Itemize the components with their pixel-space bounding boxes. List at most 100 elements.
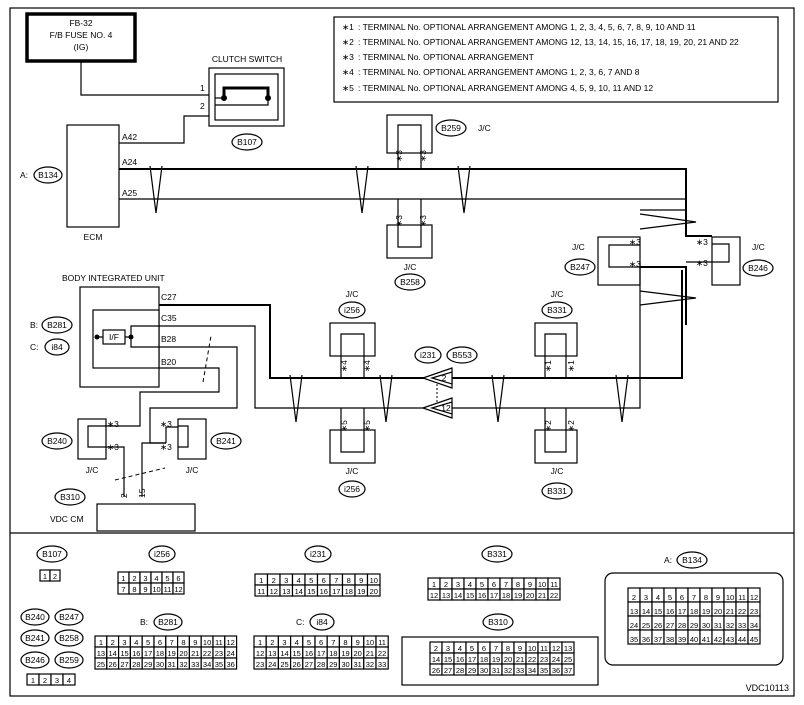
legend-b331-grid-pin: 5 [480,580,484,589]
legend-b134 [676,551,708,569]
legend-b310-grid-pin: 32 [504,666,512,675]
legend-b310-grid-pin: 3 [446,644,450,653]
legend-b134-grid-pin: 33 [738,621,746,630]
legend-b310-grid-pin: 12 [552,644,560,653]
note-text-2: : TERMINAL No. OPTIONAL ARRANGEMENT AMON… [358,37,739,47]
legend-b310-grid-pin: 29 [468,666,476,675]
i256u-star2: ∗4 [362,360,372,372]
legend-i84-grid-pin: 26 [293,660,301,669]
legend-b281-grid-pin: 17 [144,649,152,658]
conn-b553-label: B553 [452,350,472,360]
legend-b331-grid-pin: 9 [528,580,532,589]
conn-b331-upper [541,301,573,319]
fuse-name: F/B FUSE NO. 4 [50,30,113,40]
legend-b281-grid-pin: 13 [97,649,105,658]
legend-i231-grid-pin: 18 [345,587,353,596]
legend-b310-grid-pin: 24 [552,655,560,664]
legend-b310-grid-pin: 9 [518,644,522,653]
b247-star2: ∗3 [629,259,641,269]
legend-b241 [20,629,50,647]
legend-b281-label: B281 [158,617,178,627]
legend-b134-grid-pin: 2 [632,593,636,602]
legend-i256-label: i256 [154,549,170,559]
legend-b246 [20,651,50,669]
legend-i231-grid-pin: 20 [370,587,378,596]
legend-b310-grid-pin: 25 [564,655,572,664]
jc-b259 [386,114,433,154]
legend-b331-grid-pin: 12 [430,591,438,600]
legend-b310-grid-pin: 36 [552,666,560,675]
legend-i231-grid-pin: 3 [284,576,288,585]
legend-b240-label: B240 [25,612,45,622]
jc-i256l-loop [340,408,365,453]
legend-i256-grid-pin: 8 [132,585,136,594]
b258-jc: J/C [404,262,417,272]
i231-pin2: 2 [442,373,447,383]
i256l-star1: ∗5 [339,420,349,432]
legend-b281-grid-pin: 19 [168,649,176,658]
legend-b134-grid-pin: 29 [690,621,698,630]
legend-i84-grid-pin: 27 [305,660,313,669]
legend-i84-grid-pin: 2 [270,638,274,647]
legend-b134-grid-pin: 42 [714,635,722,644]
b331u-star2: ∗1 [566,360,576,372]
conn-b310-label: B310 [60,492,80,502]
legend-b134-grid-pin: 32 [726,621,734,630]
cs-pin2: 2 [200,101,205,111]
legend-i256-grid-pin: 10 [152,585,160,594]
notes-list: ∗1 : TERMINAL No. OPTIONAL ARRANGEMENT A… [342,22,739,93]
legend-b281-grid-pin: 6 [158,638,162,647]
legend-b281-grid-pin: 10 [203,638,211,647]
jc-b331-upper [534,322,578,357]
twist-vdc [114,467,166,481]
legend-b281-grid-pin: 18 [156,649,164,658]
legend-b134-grid-pin: 17 [678,607,686,616]
legend-b310-grid-pin: 14 [432,655,440,664]
twist-marks-upper [149,165,471,214]
legend-b281-grid-pin: 29 [144,660,152,669]
legend-b246-label: B246 [25,655,45,665]
legend-b310-grid-pin: 30 [480,666,488,675]
legend-b331-grid-pin: 14 [454,591,462,600]
legend-b134-grid-pin: 10 [726,593,734,602]
legend-i84-grid-pin: 23 [256,660,264,669]
legend-b281-grid-pin: 21 [191,649,199,658]
b331l-jc: J/C [551,466,564,476]
legend-i256-grid-pin: 7 [121,585,125,594]
clutch-switch-contact [222,86,270,98]
legend-i84-grid-pin: 8 [343,638,347,647]
conn-b134-label: B134 [38,170,58,180]
legend-b310-grid-pin: 37 [564,666,572,675]
jc-i256-upper [329,322,376,357]
legend-b310-grid-pin: 35 [540,666,548,675]
legend-b310-grid-pin: 27 [444,666,452,675]
vdc-pin15: 15 [137,488,147,498]
legend-b134-grid-pin: 31 [714,621,722,630]
legend-b310-grid-pin: 18 [480,655,488,664]
legend-b281-grid-pin: 23 [215,649,223,658]
legend-i84-grid-pin: 5 [307,638,311,647]
legend-b281-grid-pin: 4 [134,638,138,647]
note-mark-2: ∗2 [342,37,354,47]
i231-arrow-2-inner [429,371,453,385]
conn-i84 [44,338,70,356]
legend-b107 [36,545,68,563]
jc-b241-loop [165,425,189,448]
legend-b331-grid-pin: 13 [442,591,450,600]
legend-b247-label: B247 [59,612,79,622]
legend-i84-grid-pin: 16 [305,649,313,658]
switch-wire-2 [215,98,269,106]
jc-b247-loop [608,244,640,268]
legend-b134-grid-pin: 23 [750,607,758,616]
legend-i231-grid-pin: 9 [359,576,363,585]
legend-b310-grid-pin: 8 [506,644,510,653]
legend-i84-grid-pin: 12 [256,649,264,658]
legend-b281-grid-pin: 36 [227,660,235,669]
legend-i84-grid-pin: 19 [341,649,349,658]
legend-i231-grid-pin: 17 [332,587,340,596]
legend-b310-grid-pin: 28 [456,666,464,675]
legend-jc-pin: 1 [31,676,35,685]
legend-i84-grid-pin: 30 [341,660,349,669]
legend-b107-grid-pin: 1 [43,572,47,581]
